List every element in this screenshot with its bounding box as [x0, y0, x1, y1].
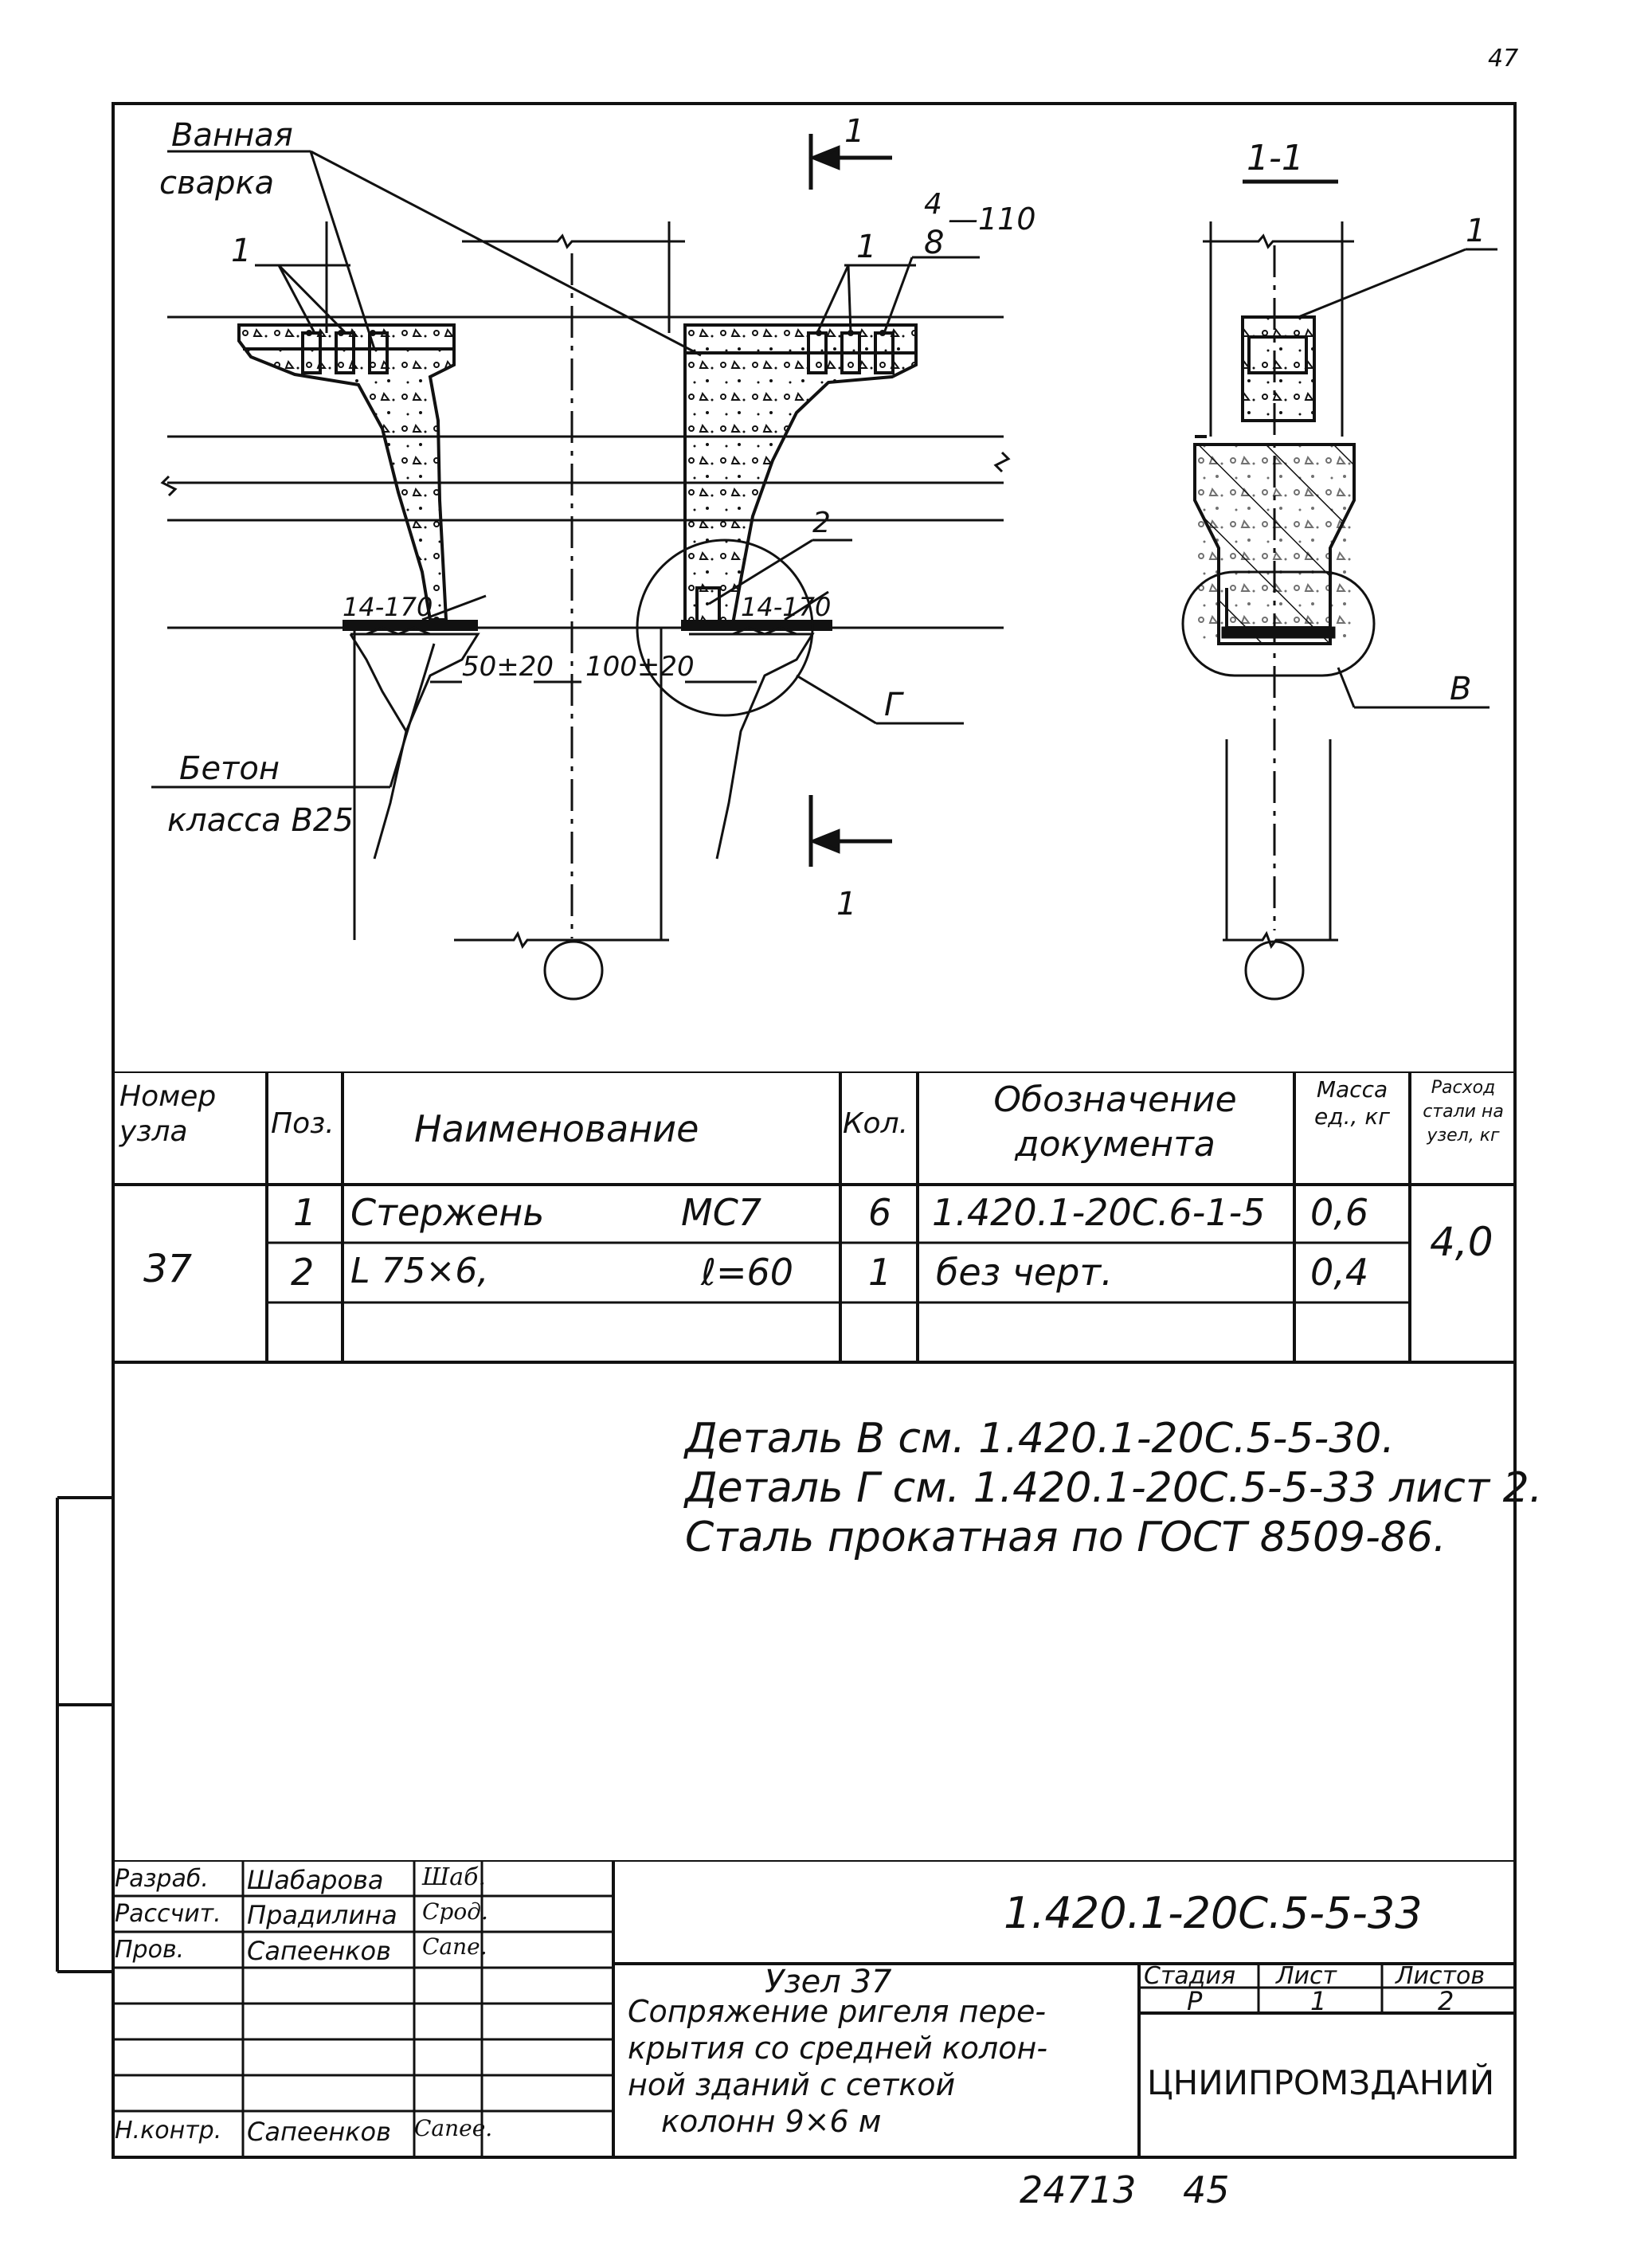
label-concrete-1: Бетон [179, 750, 280, 787]
label-gap-100: 100±20 [585, 651, 695, 683]
name-developer: Шабарова [247, 1865, 384, 1895]
header-doc: Обозначение документа [993, 1079, 1237, 1165]
node-title: Узел 37 [765, 1964, 892, 2000]
label-weld-110: —110 [948, 202, 1036, 237]
label-gap-50: 50±20 [462, 651, 554, 683]
header-qty: Кол. [843, 1107, 909, 1140]
label-pos1-left: 1 [231, 233, 251, 269]
header-steel: Расход стали на узел, кг [1423, 1078, 1504, 1146]
spec-table-grid [112, 1071, 1517, 1364]
right-beam-section [636, 323, 964, 860]
sheet-label: Лист [1276, 1962, 1337, 1990]
label-section-view: 1-1 [1247, 138, 1304, 178]
note-3: Сталь прокатная по ГОСТ 8509-86. [685, 1514, 1446, 1561]
left-beam-section [237, 323, 480, 860]
page-number: 47 [1488, 45, 1519, 72]
label-bath-weld-2: сварка [159, 165, 274, 202]
header-mass: Масса ед., кг [1314, 1076, 1390, 1130]
footer-page: 45 [1183, 2168, 1230, 2211]
designation: 1.420.1-20С.5-5-33 [1004, 1888, 1423, 1938]
name-norm-control: Сапеенков [247, 2117, 391, 2147]
role-norm-control: Н.контр. [115, 2117, 222, 2145]
header-pos: Поз. [271, 1107, 335, 1140]
section-1-1 [1181, 221, 1497, 950]
stage-value: Р [1187, 1986, 1203, 2016]
label-detail-g: Г [884, 687, 904, 723]
row1-mark: МС7 [681, 1191, 762, 1234]
note-2: Деталь Г см. 1.420.1-20С.5-5-33 лист 2. [685, 1464, 1543, 1512]
label-concrete-2: класса В25 [167, 802, 354, 839]
axis-marker-left [543, 940, 604, 1001]
label-weld-14-170-right: 14-170 [741, 592, 831, 622]
role-developer: Разраб. [115, 1865, 209, 1893]
binding-marks [56, 1496, 112, 1973]
stage-label: Стадия [1144, 1962, 1236, 1990]
label-bath-weld-1: Ванная [171, 117, 293, 154]
label-pos1-right: 1 [1466, 213, 1486, 249]
row1-doc: 1.420.1-20С.6-1-5 [932, 1191, 1266, 1234]
node-number: 37 [143, 1247, 193, 1291]
label-pos1-mid: 1 [856, 229, 876, 265]
steel-total: 4,0 [1430, 1219, 1493, 1265]
label-weld-8: 8 [924, 225, 944, 261]
sheets-label: Листов [1396, 1962, 1486, 1990]
row1-mass: 0,6 [1310, 1191, 1369, 1234]
name-calculator: Прадилина [247, 1900, 397, 1930]
label-section-bottom: 1 [836, 886, 856, 922]
description-line-3: ной зданий с сеткой [628, 2067, 956, 2102]
inventory-number: 24713 [1020, 2168, 1137, 2211]
spec-table: Номер узла Поз. Наименование Кол. Обозна… [112, 1071, 1517, 1366]
axis-marker-right [1244, 940, 1305, 1001]
row2-mass: 0,4 [1310, 1251, 1369, 1294]
title-block: Разраб. Рассчит. Пров. Н.контр. Шабарова… [112, 1860, 1517, 2159]
leaders [151, 150, 980, 789]
description-line-4: колонн 9×6 м [661, 2104, 882, 2139]
role-calculator: Рассчит. [115, 1900, 221, 1928]
signature-developer: Шаб. [422, 1863, 486, 1891]
description-line-1: Сопряжение ригеля пере- [628, 1994, 1047, 2029]
header-node-no: Номер узла [119, 1080, 217, 1148]
signature-checker: Сапе. [422, 1933, 487, 1960]
signature-calculator: Срод. [422, 1898, 488, 1925]
row1-pos: 1 [293, 1191, 317, 1234]
name-checker: Сапеенков [247, 1936, 391, 1966]
header-name: Наименование [414, 1107, 699, 1150]
description-line-2: крытия со средней колон- [628, 2031, 1048, 2066]
title-block-grid [112, 1860, 1517, 2159]
row2-pos: 2 [291, 1251, 315, 1294]
label-weld-4: 4 [924, 188, 942, 221]
row2-qty: 1 [868, 1251, 892, 1294]
row1-qty: 6 [868, 1191, 892, 1234]
row2-mark: ℓ=60 [701, 1251, 794, 1294]
sheet-value: 1 [1310, 1986, 1327, 2016]
sheet-frame [112, 102, 1517, 2159]
label-weld-14-170-left: 14-170 [343, 592, 433, 622]
row1-name: Стержень [350, 1191, 545, 1234]
notes: Деталь В см. 1.420.1-20С.5-5-30. Деталь … [685, 1414, 1542, 1562]
label-section-top: 1 [844, 113, 864, 150]
label-detail-v: В [1450, 671, 1471, 707]
sheets-value: 2 [1438, 1986, 1454, 2016]
note-1: Деталь В см. 1.420.1-20С.5-5-30. [685, 1415, 1395, 1463]
column-lower [349, 633, 408, 732]
signature-norm-control: Сапее. [414, 2115, 493, 2141]
organization: ЦНИИПРОМЗДАНИЙ [1147, 2063, 1495, 2102]
drawing-area: Ванная сварка 1 1 4 8 —110 1 1 1-1 1 14-… [151, 113, 1497, 1001]
row2-name: L 75×6, [350, 1251, 489, 1291]
row2-doc: без черт. [936, 1251, 1113, 1294]
section-marks [808, 134, 1338, 867]
label-pos2: 2 [812, 507, 831, 539]
role-checker: Пров. [115, 1936, 185, 1964]
